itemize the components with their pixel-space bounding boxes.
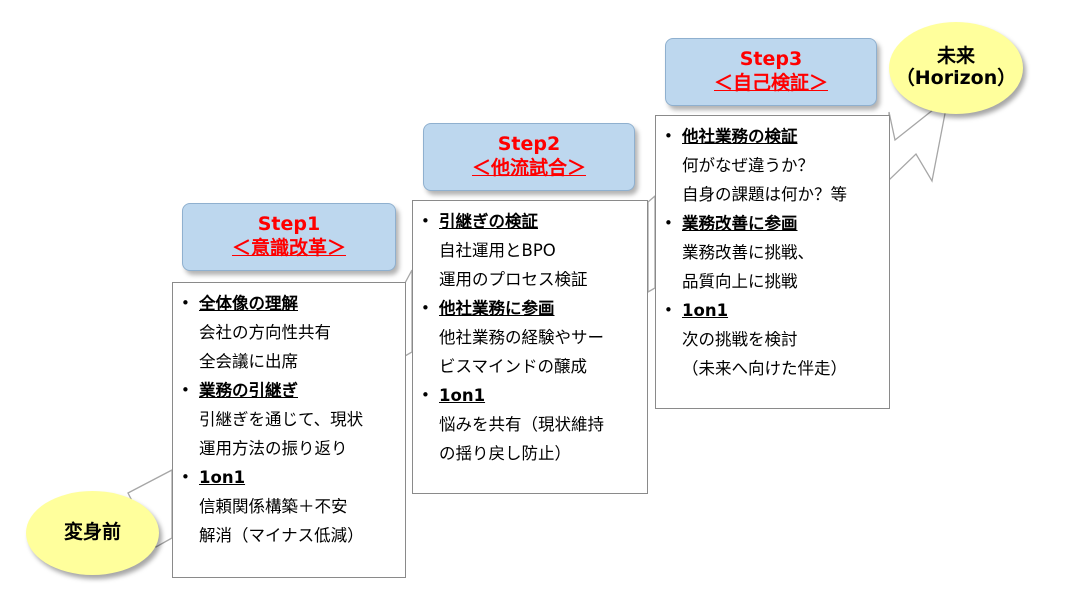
bullet-icon: • xyxy=(181,381,190,399)
bullet-icon: • xyxy=(664,127,673,145)
step2-item-line: 悩みを共有（現状維持 xyxy=(439,415,604,434)
step2-item: • 引継ぎの検証 自社運用とBPO 運用のプロセス検証 xyxy=(421,207,641,294)
step3-item-title: 業務改善に参画 xyxy=(682,214,798,233)
step1-item-title: 全体像の理解 xyxy=(199,294,298,313)
step1-item-line: 解消（マイナス低減） xyxy=(199,526,364,545)
step1-item-line: 全会議に出席 xyxy=(199,352,298,371)
step1-subtitle: ＜意識改革＞ xyxy=(231,237,346,259)
step2-item-line: 自社運用とBPO xyxy=(439,241,556,260)
step1-item-line: 運用方法の振り返り xyxy=(199,439,348,458)
step3-item-line: 次の挑戦を検討 xyxy=(682,330,798,349)
step2-item: • 1on1 悩みを共有（現状維持 の揺り戻し防止） xyxy=(421,381,641,468)
step2-item-line: 他社業務の経験やサー xyxy=(439,328,604,347)
step1-item: • 業務の引継ぎ 引継ぎを通じて、現状 運用方法の振り返り xyxy=(181,376,399,463)
step2-header: Step2 ＜他流試合＞ xyxy=(423,123,635,191)
step3-box: • 他社業務の検証 何がなぜ違うか？ 自身の課題は何か？等 • 業務改善に参画 … xyxy=(655,115,890,409)
staircase-arrow-shape xyxy=(647,194,656,294)
step1-item-line: 引継ぎを通じて、現状 xyxy=(199,410,364,429)
step1-header: Step1 ＜意識改革＞ xyxy=(182,203,396,271)
step2-item-title: 引継ぎの検証 xyxy=(439,212,538,231)
step2-title: Step2 xyxy=(497,133,561,156)
bullet-icon: • xyxy=(421,299,430,317)
start-oval: 変身前 xyxy=(26,491,159,575)
step3-item-line: 自身の課題は何か？等 xyxy=(682,185,847,204)
goal-line-1: 未来 xyxy=(936,45,975,68)
step3-item-title: 他社業務の検証 xyxy=(682,127,798,146)
step3-item-title: 1on1 xyxy=(682,301,729,320)
bullet-icon: • xyxy=(664,301,673,319)
step3-item-line: 何がなぜ違うか？ xyxy=(682,156,814,175)
step2-item-title: 他社業務に参画 xyxy=(439,299,555,318)
step1-item: • 1on1 信頼関係構築＋不安 解消（マイナス低減） xyxy=(181,463,399,550)
bullet-icon: • xyxy=(664,214,673,232)
step3-header: Step3 ＜自己検証＞ xyxy=(665,38,877,106)
step3-item: • 業務改善に参画 業務改善に挑戦、 品質向上に挑戦 xyxy=(664,209,883,296)
step3-item: • 1on1 次の挑戦を検討 （未来へ向けた伴走） xyxy=(664,296,883,383)
start-label: 変身前 xyxy=(63,521,121,544)
step1-box: • 全体像の理解 会社の方向性共有 全会議に出席 • 業務の引継ぎ 引継ぎを通じ… xyxy=(172,282,406,578)
step3-item-line: 業務改善に挑戦、 xyxy=(682,243,814,262)
step2-item-title: 1on1 xyxy=(439,386,486,405)
step3-item: • 他社業務の検証 何がなぜ違うか？ 自身の課題は何か？等 xyxy=(664,122,883,209)
step2-item-line: 運用のプロセス検証 xyxy=(439,270,588,289)
step1-item-title: 業務の引継ぎ xyxy=(199,381,298,400)
step1-item-title: 1on1 xyxy=(199,468,246,487)
step3-title: Step3 xyxy=(739,48,803,71)
bullet-icon: • xyxy=(181,294,190,312)
step1-title: Step1 xyxy=(257,213,321,236)
step2-box: • 引継ぎの検証 自社運用とBPO 運用のプロセス検証 • 他社業務に参画 他社… xyxy=(412,200,648,494)
bullet-icon: • xyxy=(181,468,190,486)
bullet-icon: • xyxy=(421,212,430,230)
bullet-icon: • xyxy=(421,386,430,404)
step3-item-line: （未来へ向けた伴走） xyxy=(682,359,847,378)
goal-line-2: （Horizon） xyxy=(895,67,1017,89)
goal-oval: 未来 （Horizon） xyxy=(889,22,1023,114)
step2-item: • 他社業務に参画 他社業務の経験やサー ビスマインドの醸成 xyxy=(421,294,641,381)
step3-subtitle: ＜自己検証＞ xyxy=(713,72,828,94)
step3-item-line: 品質向上に挑戦 xyxy=(682,272,798,291)
staircase-arrow-shape xyxy=(404,269,413,358)
step1-item-line: 会社の方向性共有 xyxy=(199,323,331,342)
step1-item: • 全体像の理解 会社の方向性共有 全会議に出席 xyxy=(181,289,399,376)
step1-item-line: 信頼関係構築＋不安 xyxy=(199,497,348,516)
step2-subtitle: ＜他流試合＞ xyxy=(471,157,586,179)
step2-item-line: の揺り戻し防止） xyxy=(439,444,571,463)
step2-item-line: ビスマインドの醸成 xyxy=(439,357,588,376)
